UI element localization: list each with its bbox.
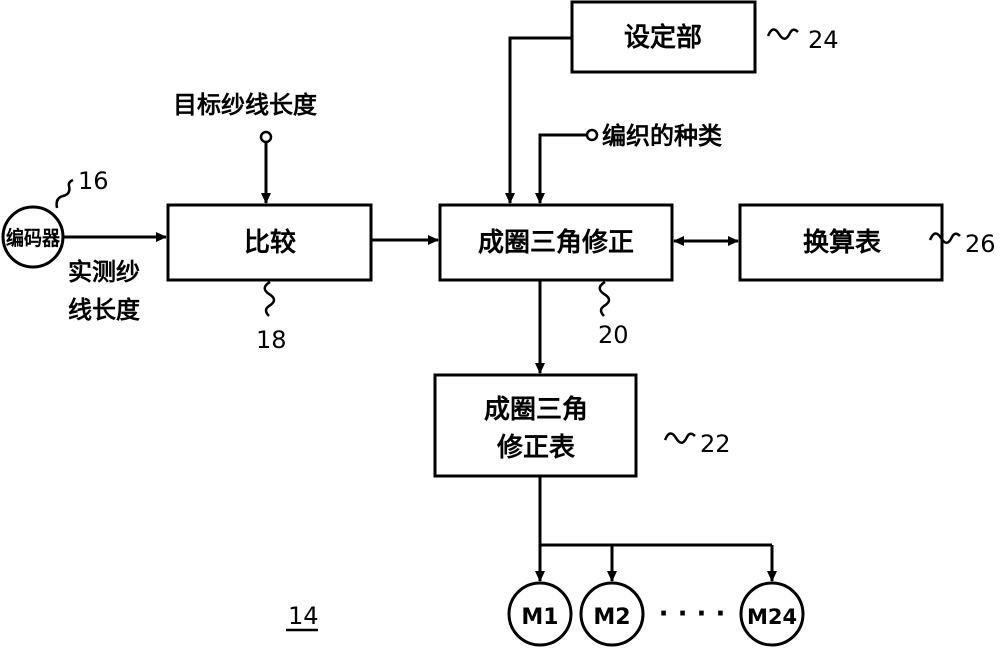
motor-m24-label: M24 [747,605,797,629]
measured-length-label-1: 实测纱 [68,258,140,286]
knit-type-terminal [587,130,597,140]
knit-type-label: 编织的种类 [602,122,723,150]
ref-16-leader [57,180,73,208]
compare-label: 比较 [244,227,296,258]
ref-22: 22 [700,430,731,458]
motor-m1-label: M1 [521,605,558,630]
ref-20-leader [600,282,609,316]
target-length-label: 目标纱线长度 [173,91,318,119]
measured-length-label-2: 线长度 [68,296,141,324]
table-label-line1: 成圈三角 [484,394,588,425]
conversion-label: 换算表 [803,227,882,258]
ref-18: 18 [256,326,287,354]
figure-ref: 14 [288,602,319,630]
ref-24: 24 [808,26,839,54]
table-label-line2: 修正表 [496,432,576,463]
correction-label: 成圈三角修正 [478,227,634,258]
ref-24-leader [768,29,798,38]
target-terminal [261,132,271,142]
ref-16: 16 [78,167,109,195]
ref-26: 26 [965,230,996,258]
knit-type-arrow [540,135,588,203]
motor-ellipsis: · · · · [659,599,726,629]
setting-label: 设定部 [624,22,702,53]
ref-22-leader [665,433,695,442]
ref-20: 20 [598,321,629,349]
motor-m2-label: M2 [593,605,630,630]
ref-18-leader [265,282,274,316]
encoder-label: 编码器 [6,226,61,250]
